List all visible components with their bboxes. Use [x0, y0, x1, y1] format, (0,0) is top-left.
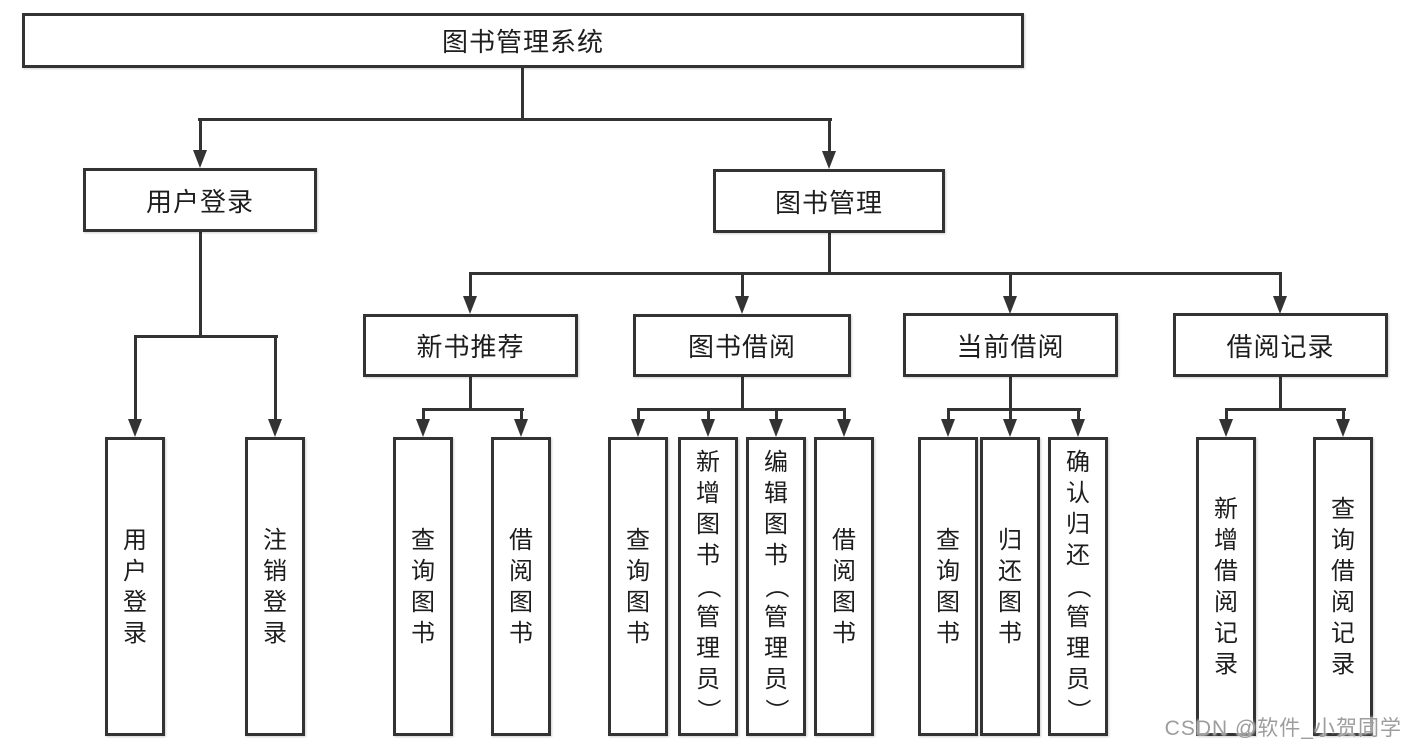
connector-line [134, 335, 137, 423]
arrowhead-down-icon [769, 419, 783, 437]
connector-line [947, 408, 950, 423]
connector-line [469, 272, 1282, 275]
leaf-return-books: 归还图书 [980, 437, 1040, 736]
leaf-label: 查询图书 [411, 526, 435, 647]
leaf-label: 注销登录 [263, 526, 287, 647]
connector-line [1077, 408, 1080, 423]
node-user-login: 用户登录 [83, 168, 317, 232]
connector-line [1279, 377, 1282, 408]
leaf-edit-books-admin: 编辑图书（管理员） [746, 437, 806, 736]
connector-line [828, 118, 831, 152]
connector-line [520, 408, 523, 423]
watermark: CSDN @软件_小贺同学 [1164, 717, 1402, 740]
leaf-label: 用户登录 [123, 526, 147, 647]
leaf-label: 查询图书 [626, 526, 650, 647]
leaf-label: 借阅图书 [832, 526, 856, 647]
connector-line [1225, 408, 1346, 411]
node-label: 当前借阅 [956, 331, 1065, 362]
node-label: 图书管理系统 [441, 27, 604, 57]
connector-line [274, 335, 277, 423]
connector-line [521, 68, 524, 118]
connector-line [469, 272, 472, 300]
arrowhead-down-icon [1003, 296, 1017, 314]
connector-line [134, 335, 278, 338]
node-label: 借阅记录 [1226, 331, 1335, 362]
connector-line [1009, 272, 1012, 300]
leaf-query-books-recommend: 查询图书 [393, 437, 453, 736]
connector-line [707, 408, 710, 423]
node-label: 新书推荐 [416, 332, 525, 362]
connector-line [1225, 408, 1228, 423]
arrowhead-down-icon [941, 419, 955, 437]
arrowhead-down-icon [822, 151, 836, 169]
connector-line [741, 272, 744, 300]
connector-line [469, 377, 472, 408]
connector-line [1342, 408, 1345, 423]
leaf-label: 确认归还（管理员） [1064, 449, 1092, 723]
arrowhead-down-icon [1003, 419, 1017, 437]
leaf-borrow-books-recommend: 借阅图书 [491, 437, 551, 736]
leaf-add-books-admin: 新增图书（管理员） [678, 437, 738, 736]
connector-line [828, 233, 831, 272]
leaf-label: 查询借阅记录 [1331, 495, 1355, 678]
node-book-management-system: 图书管理系统 [22, 13, 1024, 68]
leaf-label: 归还图书 [998, 526, 1022, 647]
connector-line [422, 408, 425, 423]
arrowhead-down-icon [701, 419, 715, 437]
leaf-label: 新增借阅记录 [1214, 495, 1238, 678]
arrowhead-down-icon [1071, 419, 1085, 437]
node-current-borrowing: 当前借阅 [903, 313, 1118, 377]
connector-line [637, 408, 846, 411]
connector-line [199, 232, 202, 335]
arrowhead-down-icon [463, 296, 477, 314]
arrowhead-down-icon [416, 419, 430, 437]
arrowhead-down-icon [128, 419, 142, 437]
connector-line [199, 118, 202, 151]
arrowhead-down-icon [268, 419, 282, 437]
connector-line [1009, 408, 1012, 423]
leaf-query-books-current: 查询图书 [918, 437, 978, 736]
node-label: 图书借阅 [687, 332, 796, 362]
leaf-user-login: 用户登录 [105, 437, 165, 736]
node-label: 图书管理 [774, 187, 883, 218]
leaf-logout-login: 注销登录 [245, 437, 305, 736]
leaf-label: 借阅图书 [509, 526, 533, 647]
node-new-book-recommendation: 新书推荐 [363, 314, 578, 377]
arrowhead-down-icon [735, 296, 749, 314]
leaf-query-borrow-record: 查询借阅记录 [1313, 437, 1373, 736]
node-book-borrowing: 图书借阅 [633, 314, 851, 377]
connector-line [1279, 272, 1282, 300]
arrowhead-down-icon [631, 419, 645, 437]
connector-line [1009, 377, 1012, 408]
connector-line [741, 377, 744, 408]
arrowhead-down-icon [193, 150, 207, 168]
node-label: 用户登录 [145, 186, 254, 217]
leaf-label: 查询图书 [936, 526, 960, 647]
leaf-label: 新增图书（管理员） [694, 449, 722, 723]
connector-line [637, 408, 640, 423]
arrowhead-down-icon [1273, 296, 1287, 314]
leaf-confirm-return-admin: 确认归还（管理员） [1048, 437, 1108, 736]
arrowhead-down-icon [1219, 419, 1233, 437]
arrowhead-down-icon [837, 419, 851, 437]
leaf-borrow-books-borrowing: 借阅图书 [814, 437, 874, 736]
leaf-label: 编辑图书（管理员） [762, 449, 790, 723]
arrowhead-down-icon [514, 419, 528, 437]
connector-line [947, 408, 1081, 411]
node-borrowing-records: 借阅记录 [1173, 313, 1388, 377]
connector-line [422, 408, 524, 411]
connector-line [775, 408, 778, 423]
connector-line [843, 408, 846, 423]
leaf-add-borrow-record: 新增借阅记录 [1196, 437, 1256, 736]
node-book-management: 图书管理 [713, 169, 945, 233]
connector-line [198, 118, 832, 121]
arrowhead-down-icon [1336, 419, 1350, 437]
leaf-query-books-borrowing: 查询图书 [608, 437, 668, 736]
